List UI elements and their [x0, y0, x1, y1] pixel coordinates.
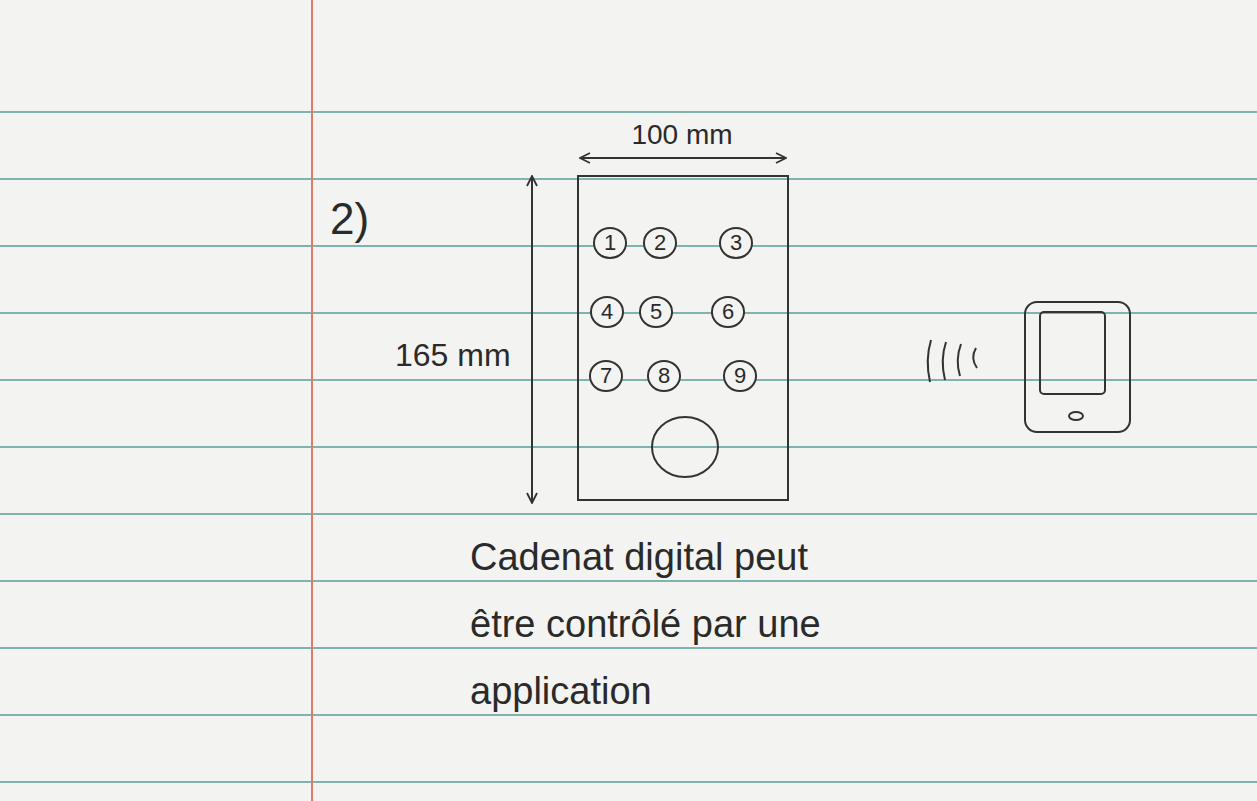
phone-body	[1025, 302, 1130, 432]
keypad-button: 9	[723, 360, 757, 391]
wave	[943, 342, 946, 380]
dimension-label: 100 mm	[631, 119, 732, 151]
key-digit: 9	[734, 363, 746, 388]
wave	[928, 340, 931, 382]
key-digit: 7	[600, 363, 612, 388]
margin-line	[311, 0, 313, 801]
key-digit: 4	[601, 299, 613, 324]
ruled-lines	[0, 112, 1257, 782]
height-arrow	[531, 176, 533, 503]
caption-note: Cadenat digital peut être contrôlé par u…	[470, 524, 840, 725]
keypad-button: 2	[643, 227, 677, 258]
keypad-button: 7	[589, 360, 623, 391]
rule-line	[0, 446, 1257, 448]
key-digit: 1	[604, 230, 616, 255]
wireless-waves	[928, 340, 977, 382]
dimension-label: 165 mm	[395, 337, 511, 374]
wave	[958, 344, 961, 376]
rule-line	[0, 379, 1257, 381]
keypad-button: 6	[711, 296, 745, 327]
keypad-button: 1	[593, 227, 627, 258]
key-digit: 3	[730, 230, 742, 255]
keypad-button: 8	[647, 360, 681, 391]
key-digit: 5	[650, 299, 662, 324]
rule-line	[0, 513, 1257, 515]
rule-line	[0, 647, 1257, 649]
key-digit: 2	[654, 230, 666, 255]
keypad-button: 4	[590, 296, 624, 327]
keypad-button: 5	[639, 296, 673, 327]
phone-screen	[1040, 312, 1105, 394]
figure-number: 2)	[330, 197, 369, 241]
rule-line	[0, 178, 1257, 180]
round-button	[652, 417, 718, 477]
rule-line	[0, 580, 1257, 582]
rule-line	[0, 781, 1257, 783]
padlock-body	[578, 176, 788, 500]
wave	[973, 348, 977, 368]
rule-line	[0, 245, 1257, 247]
keypad-button: 3	[719, 227, 753, 258]
width-arrow	[580, 157, 786, 159]
rule-line	[0, 111, 1257, 113]
phone-button	[1069, 412, 1083, 420]
key-digit: 6	[722, 299, 734, 324]
rule-line	[0, 714, 1257, 716]
key-digit: 8	[658, 363, 670, 388]
